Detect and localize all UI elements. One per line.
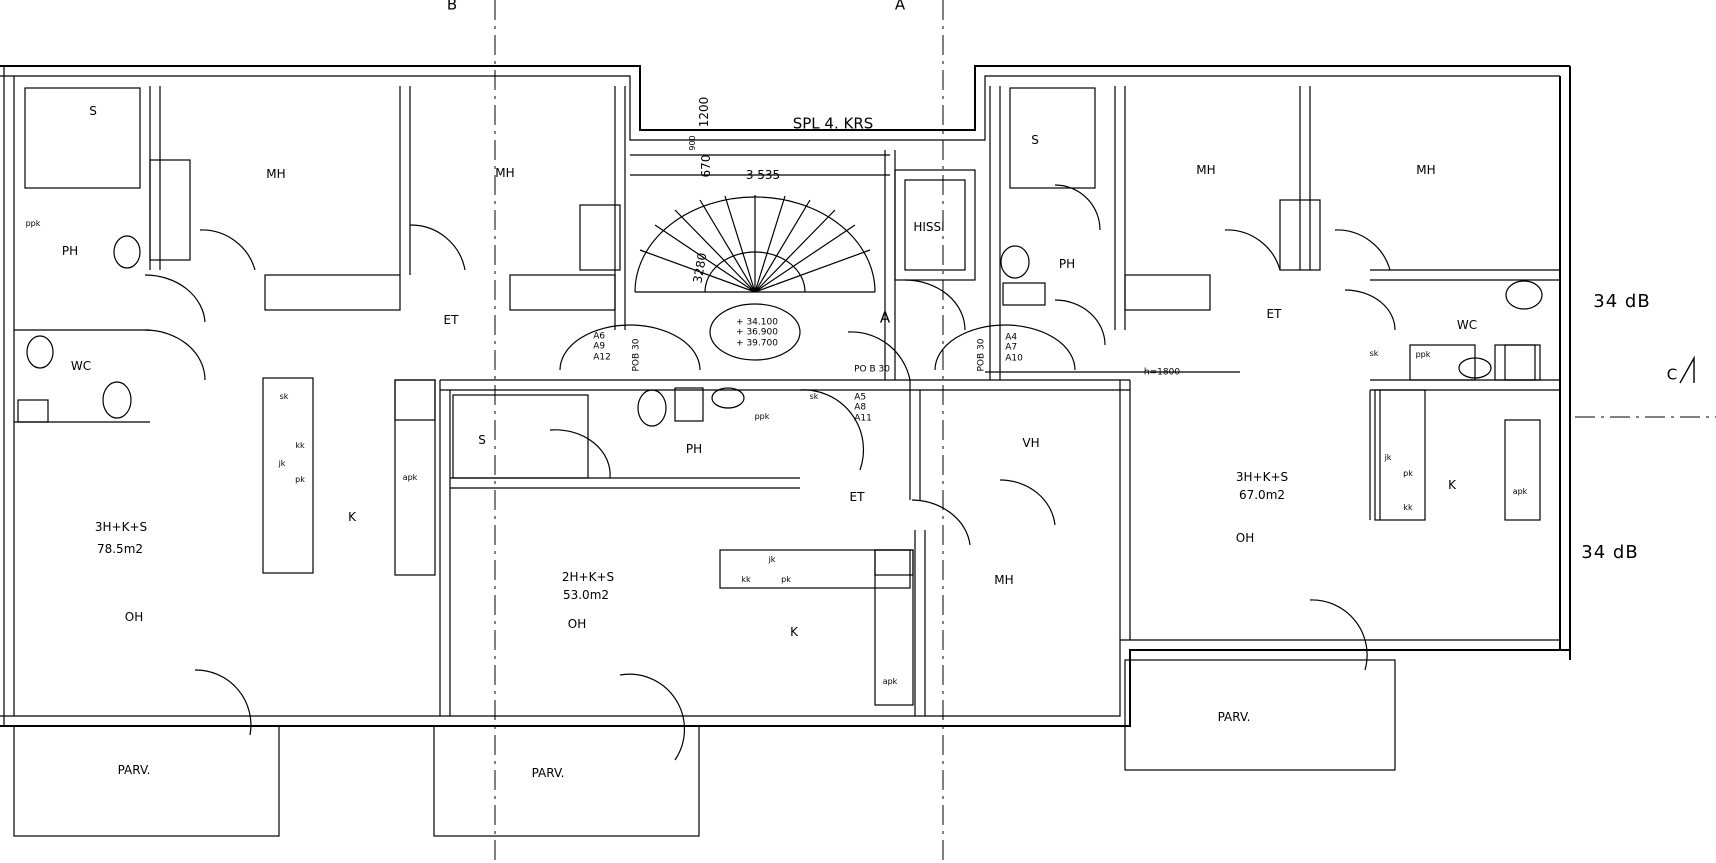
room-wc: WC	[1456, 318, 1478, 332]
fixture-sk: sk	[1369, 349, 1379, 358]
fixture-pk: pk	[295, 475, 305, 484]
room-parv: PARV.	[117, 763, 151, 777]
fixture-ppk: ppk	[754, 412, 770, 421]
room-mh: MH	[1416, 163, 1436, 177]
room-mh: MH	[266, 167, 286, 181]
fixture-sk: sk	[809, 392, 819, 401]
fixture-kk: kk	[1403, 503, 1413, 512]
fixture-ppk: ppk	[25, 219, 41, 228]
room-mh: MH	[495, 166, 515, 180]
room-et: ET	[443, 313, 459, 327]
fixture-apk: apk	[402, 473, 418, 482]
fixture-jk: jk	[1384, 453, 1392, 462]
room-vh: VH	[1022, 436, 1040, 450]
room-mh: MH	[1196, 163, 1216, 177]
dimension-h1800: h=1800	[1143, 367, 1181, 378]
room-parv: PARV.	[1217, 710, 1251, 724]
grid-label-a: A	[894, 0, 906, 14]
apartment-center-type: 2H+K+S	[561, 570, 615, 584]
room-s: S	[1031, 133, 1039, 147]
room-k: K	[1448, 478, 1456, 492]
acoustic-rating-lower: 34 dB	[1581, 542, 1639, 563]
room-s: S	[89, 104, 97, 118]
room-mh: MH	[994, 573, 1014, 587]
stair-label: A	[879, 308, 891, 327]
fixtures	[17, 87, 1543, 706]
pob-center: PO B 30	[854, 364, 890, 375]
apartment-right-type: 3H+K+S	[1235, 470, 1289, 484]
balconies	[13, 659, 1396, 837]
room-et: ET	[849, 490, 865, 504]
dimension-900: 900	[688, 135, 697, 151]
stair-levels: + 34.100 + 36.900 + 39.700	[736, 317, 778, 349]
apartment-left-type: 3H+K+S	[94, 520, 148, 534]
grid-lines	[494, 0, 1716, 863]
fixture-apk: apk	[882, 677, 898, 686]
apartment-left-area: 78.5m2	[96, 542, 144, 556]
door-code-center: A5 A8 A11	[854, 392, 872, 424]
fixture-kk: kk	[295, 441, 305, 450]
interior-walls	[14, 86, 1560, 716]
outer-walls	[0, 65, 1571, 727]
grid-label-b: B	[446, 0, 458, 14]
room-ph: PH	[61, 244, 79, 258]
door-code-left: A6 A9 A12	[593, 331, 611, 363]
fixture-ppk: ppk	[1415, 350, 1431, 359]
room-oh: OH	[1235, 531, 1255, 545]
floor-title: SPL 4. KRS	[792, 114, 874, 133]
room-oh: OH	[567, 617, 587, 631]
room-k: K	[348, 510, 356, 524]
acoustic-rating-upper: 34 dB	[1593, 291, 1651, 312]
fixture-kk: kk	[741, 575, 751, 584]
grid-label-c: C	[1666, 365, 1678, 384]
room-et: ET	[1266, 307, 1282, 321]
apartment-right-area: 67.0m2	[1238, 488, 1286, 502]
room-oh: OH	[124, 610, 144, 624]
fixture-pk: pk	[781, 575, 791, 584]
fixture-sk: sk	[279, 392, 289, 401]
room-s: S	[478, 433, 486, 447]
door-code-right: A4 A7 A10	[1005, 332, 1023, 364]
pob-right: POB 30	[976, 338, 987, 372]
dimension-1200: 1200	[697, 96, 711, 128]
elevator-label: HISSI	[913, 220, 945, 234]
pob-left: POB 30	[631, 338, 642, 372]
dimension-3535: 3 535	[745, 168, 781, 182]
apartment-center-area: 53.0m2	[562, 588, 610, 602]
room-wc: WC	[70, 359, 92, 373]
room-k: K	[790, 625, 798, 639]
fixture-jk: jk	[768, 555, 776, 564]
room-parv: PARV.	[531, 766, 565, 780]
room-ph: PH	[1058, 257, 1076, 271]
fixture-jk: jk	[278, 459, 286, 468]
elevator-shaft	[894, 169, 976, 281]
fixture-apk: apk	[1512, 487, 1528, 496]
room-ph: PH	[685, 442, 703, 456]
dimension-670: 670	[699, 154, 713, 178]
fixture-pk: pk	[1403, 469, 1413, 478]
door-swings	[144, 184, 1396, 761]
spiral-stair	[630, 154, 890, 361]
